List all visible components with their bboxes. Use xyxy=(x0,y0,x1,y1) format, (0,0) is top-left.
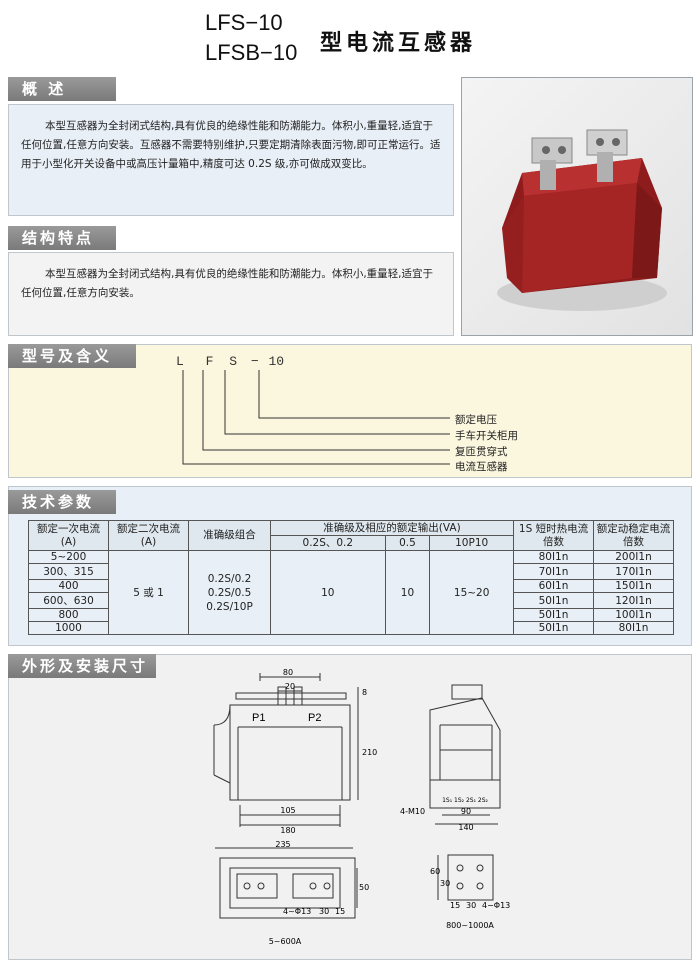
cell-secondary: 5 或 1 xyxy=(108,550,189,635)
th-secondary: 额定二次电流(A) xyxy=(108,520,189,551)
overview-text: 本型互感器为全封闭式结构,具有优良的绝缘性能和防潮能力。体积小,重量轻,适宜于任… xyxy=(21,120,441,170)
structure-heading: 结构特点 xyxy=(8,226,116,250)
cell-dynamic: 150I1n xyxy=(593,579,674,593)
th-accuracy: 准确级组合 xyxy=(188,520,271,551)
cell-thermal: 50I1n xyxy=(513,608,594,622)
dim-side-140: 140 xyxy=(458,823,473,832)
base-drawing-small: 235 50 4~Φ13 30 15 5~600A xyxy=(215,840,369,946)
dim-front-210: 210 xyxy=(362,748,377,757)
cell-out-c: 15~20 xyxy=(429,550,514,635)
cell-primary: 300、315 xyxy=(28,563,109,580)
label-switchgear: 手车开关柜用 xyxy=(455,429,518,442)
cell-dynamic: 200I1n xyxy=(593,550,674,564)
label-winding-type: 复匝贯穿式 xyxy=(455,445,508,458)
cell-out-b: 10 xyxy=(384,550,431,635)
dim-front-80: 80 xyxy=(283,668,293,677)
model-meaning-lines xyxy=(182,370,450,465)
dim-front-180: 180 xyxy=(280,826,295,835)
cell-thermal: 60I1n xyxy=(513,579,594,593)
cell-primary: 800 xyxy=(28,608,109,622)
label-rated-voltage: 额定电压 xyxy=(455,414,497,426)
cell-primary: 5~200 xyxy=(28,550,109,564)
terminal-p1: P1 xyxy=(252,712,265,724)
dim-side-90: 90 xyxy=(461,807,471,816)
dim-side-hole: 4-M10 xyxy=(400,807,425,816)
th-out-c: 10P10 xyxy=(429,535,514,551)
dim-base-30: 30 xyxy=(319,907,329,916)
front-view-drawing: 80 20 8 210 P1 P2 105 180 xyxy=(213,668,377,835)
dim-large-hole: 4−Φ13 xyxy=(482,901,510,910)
cell-primary: 600、630 xyxy=(28,592,109,609)
structure-panel: 本型互感器为全封闭式结构,具有优良的绝缘性能和防潮能力。体积小,重量轻,适宜于任… xyxy=(8,252,454,336)
dim-large-30b: 30 xyxy=(466,901,476,910)
side-view-drawing: 1S₁ 1S₂ 2S₁ 2S₂ 4-M10 90 140 xyxy=(400,684,501,832)
model-meaning-heading: 型号及含义 xyxy=(8,344,136,368)
cell-thermal: 70I1n xyxy=(513,563,594,580)
cell-thermal: 80I1n xyxy=(513,550,594,564)
dim-large-60: 60 xyxy=(430,867,440,876)
terminal-labels: 1S₁ 1S₂ 2S₁ 2S₂ xyxy=(442,797,488,804)
cell-dynamic: 100I1n xyxy=(593,608,674,622)
caption-small-range: 5~600A xyxy=(269,937,302,946)
th-output-group: 准确级及相应的额定输出(VA) xyxy=(270,520,514,536)
dim-base-235: 235 xyxy=(275,840,290,849)
cell-thermal: 50I1n xyxy=(513,621,594,635)
accuracy-2: 0.2S/0.5 xyxy=(207,586,252,599)
model-name-line2: LFSB−10 xyxy=(205,40,298,65)
th-dynamic: 额定动稳定电流倍数 xyxy=(593,520,674,551)
code-voltage: 10 xyxy=(268,354,285,369)
cell-primary: 400 xyxy=(28,579,109,593)
dim-base-hole: 4~Φ13 xyxy=(283,907,311,916)
base-drawing-large: 60 30 15 30 4−Φ13 800~1000A xyxy=(430,854,510,930)
structure-text: 本型互感器为全封闭式结构,具有优良的绝缘性能和防潮能力。体积小,重量轻,适宜于任… xyxy=(21,268,434,299)
overview-heading: 概 述 xyxy=(8,77,116,101)
cell-accuracy: 0.2S/0.2 0.2S/0.5 0.2S/10P xyxy=(188,550,271,635)
current-transformer-image xyxy=(497,129,667,311)
dim-front-20: 20 xyxy=(285,682,295,691)
code-letter-l: L xyxy=(176,354,184,369)
tech-heading: 技术参数 xyxy=(8,490,116,514)
caption-large-range: 800~1000A xyxy=(446,921,494,930)
dim-base-15: 15 xyxy=(335,907,345,916)
cell-out-a: 10 xyxy=(270,550,386,635)
page-title: 型电流互感器 xyxy=(320,31,477,56)
terminal-p2: P2 xyxy=(308,712,321,724)
dim-base-50: 50 xyxy=(359,883,369,892)
cell-dynamic: 120I1n xyxy=(593,592,674,609)
cell-dynamic: 170I1n xyxy=(593,563,674,580)
accuracy-3: 0.2S/10P xyxy=(206,600,253,613)
dim-front-8: 8 xyxy=(362,688,367,697)
th-out-b: 0.5 xyxy=(384,535,431,551)
dim-large-15: 15 xyxy=(450,901,460,910)
cell-thermal: 50I1n xyxy=(513,592,594,609)
model-meaning-labels: 额定电压 手车开关柜用 复匝贯穿式 电流互感器 xyxy=(455,413,518,476)
dimensions-heading: 外形及安装尺寸 xyxy=(8,654,156,678)
model-name-line1: LFS−10 xyxy=(205,10,283,35)
cell-primary: 1000 xyxy=(28,621,109,635)
th-out-a: 0.2S、0.2 xyxy=(270,535,386,551)
dim-front-105: 105 xyxy=(280,806,295,815)
overview-panel: 本型互感器为全封闭式结构,具有优良的绝缘性能和防潮能力。体积小,重量轻,适宜于任… xyxy=(8,104,454,216)
dim-large-30: 30 xyxy=(440,879,450,888)
spec-table: 额定一次电流(A) 额定二次电流(A) 准确级组合 准确级及相应的额定输出(VA… xyxy=(28,520,674,635)
code-letter-s: S xyxy=(229,354,238,369)
code-dash: − xyxy=(250,354,259,369)
code-letter-f: F xyxy=(205,354,214,369)
accuracy-1: 0.2S/0.2 xyxy=(207,572,252,585)
model-code: L F S − 10 xyxy=(176,354,284,369)
label-current-transformer: 电流互感器 xyxy=(455,461,508,474)
th-primary: 额定一次电流(A) xyxy=(28,520,109,551)
cell-dynamic: 80I1n xyxy=(593,621,674,635)
th-thermal: 1S 短时热电流倍数 xyxy=(513,520,594,551)
product-photo xyxy=(461,77,693,336)
